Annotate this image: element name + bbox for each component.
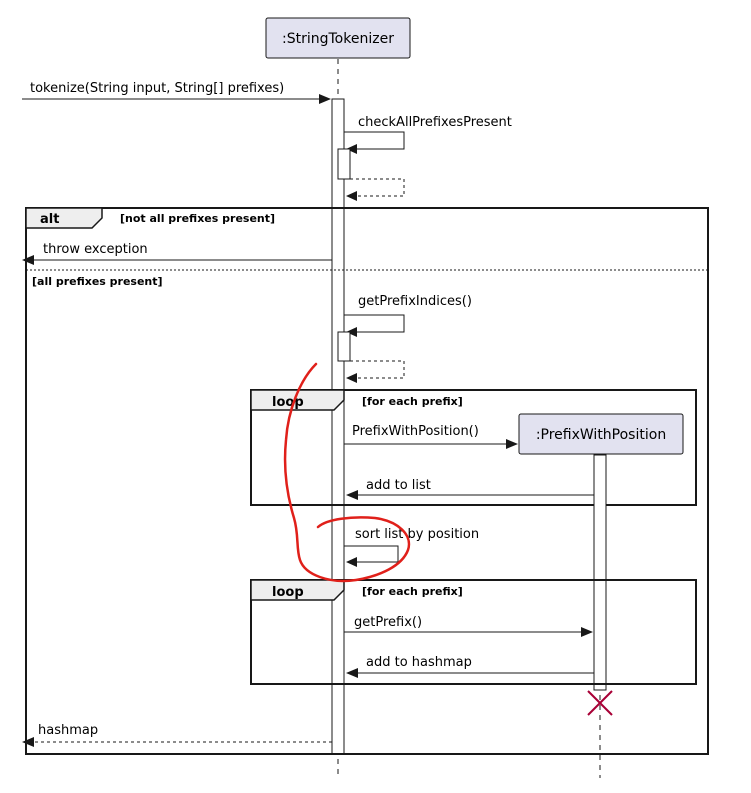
message-sort-list[interactable]: sort list by position	[344, 527, 479, 567]
loop-2-keyword: loop	[272, 585, 304, 600]
message-add-to-hashmap[interactable]: add to hashmap	[346, 655, 594, 678]
message-sort-list-label: sort list by position	[355, 527, 479, 542]
message-check-all-prefixes-label: checkAllPrefixesPresent	[358, 115, 512, 130]
participant-prefix-with-position[interactable]: :PrefixWithPosition	[518, 413, 684, 455]
message-get-prefix-indices[interactable]: getPrefixIndices()	[337, 294, 472, 383]
message-tokenize-label: tokenize(String input, String[] prefixes…	[30, 81, 284, 96]
participant-string-tokenizer[interactable]: :StringTokenizer	[265, 17, 411, 59]
check-prefixes-activation-bar	[337, 148, 351, 180]
message-hashmap-label: hashmap	[38, 723, 98, 738]
message-tokenize[interactable]: tokenize(String input, String[] prefixes…	[22, 81, 331, 104]
alt-keyword: alt	[40, 212, 59, 227]
red-annotation-stroke	[283, 362, 411, 583]
loop-fragment-2: loop [for each prefix]	[250, 579, 697, 685]
destroy-icon	[587, 690, 613, 716]
message-prefix-with-position-label: PrefixWithPosition()	[352, 424, 479, 439]
message-check-all-prefixes-present[interactable]: checkAllPrefixesPresent	[337, 115, 512, 201]
loop-2-guard: [for each prefix]	[362, 585, 463, 598]
loop-1-keyword: loop	[272, 395, 304, 410]
alt-guard-not-all-present: [not all prefixes present]	[120, 212, 275, 225]
loop-fragment-1: loop [for each prefix]	[250, 389, 697, 506]
alt-guard-all-present: [all prefixes present]	[32, 275, 163, 288]
message-add-to-list-label: add to list	[366, 478, 431, 493]
message-get-prefix-label: getPrefix()	[354, 615, 422, 630]
message-add-to-list[interactable]: add to list	[346, 478, 594, 500]
message-add-to-hashmap-label: add to hashmap	[366, 655, 472, 670]
message-throw-exception-label: throw exception	[43, 242, 148, 257]
participant-string-tokenizer-title: :StringTokenizer	[282, 31, 394, 47]
prefix-with-position-activation-bar	[593, 454, 607, 691]
get-prefix-indices-activation-bar	[337, 331, 351, 362]
message-prefix-with-position-create[interactable]: PrefixWithPosition()	[344, 424, 518, 449]
message-get-prefix-indices-label: getPrefixIndices()	[358, 294, 472, 309]
alt-fragment: alt [not all prefixes present] [all pref…	[25, 207, 709, 755]
message-hashmap-return[interactable]: hashmap	[22, 723, 332, 747]
participant-prefix-with-position-title: :PrefixWithPosition	[536, 427, 666, 443]
tokenizer-activation-bar	[331, 98, 345, 755]
message-get-prefix[interactable]: getPrefix()	[344, 615, 593, 637]
message-throw-exception[interactable]: throw exception	[22, 242, 332, 265]
loop-1-guard: [for each prefix]	[362, 395, 463, 408]
